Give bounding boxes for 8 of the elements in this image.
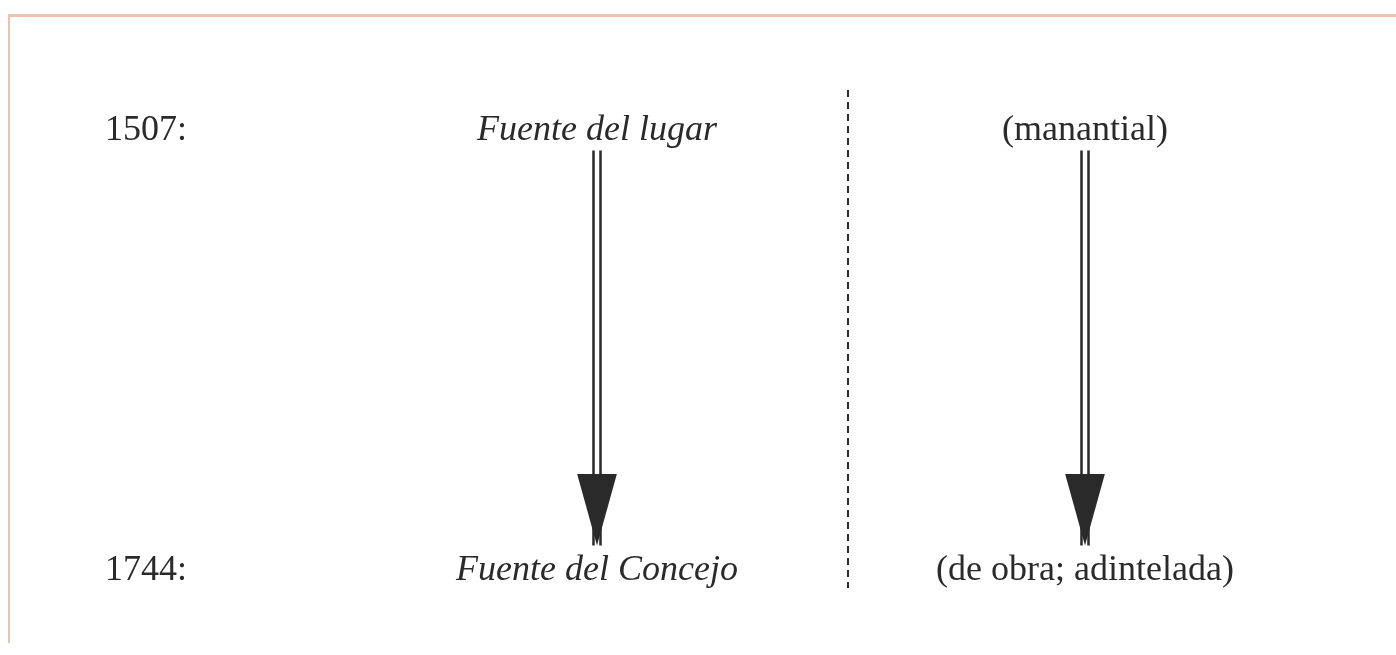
term-text: (de obra; adintelada) — [936, 545, 1234, 591]
term-text: Fuente del lugar — [477, 105, 717, 151]
year-label: 1744: — [105, 546, 187, 590]
term-text: (manantial) — [1002, 105, 1168, 151]
term-text: Fuente del Concejo — [456, 545, 738, 591]
double-arrow — [577, 149, 617, 547]
double-arrow — [1065, 149, 1105, 547]
year-label: 1507: — [105, 106, 187, 150]
